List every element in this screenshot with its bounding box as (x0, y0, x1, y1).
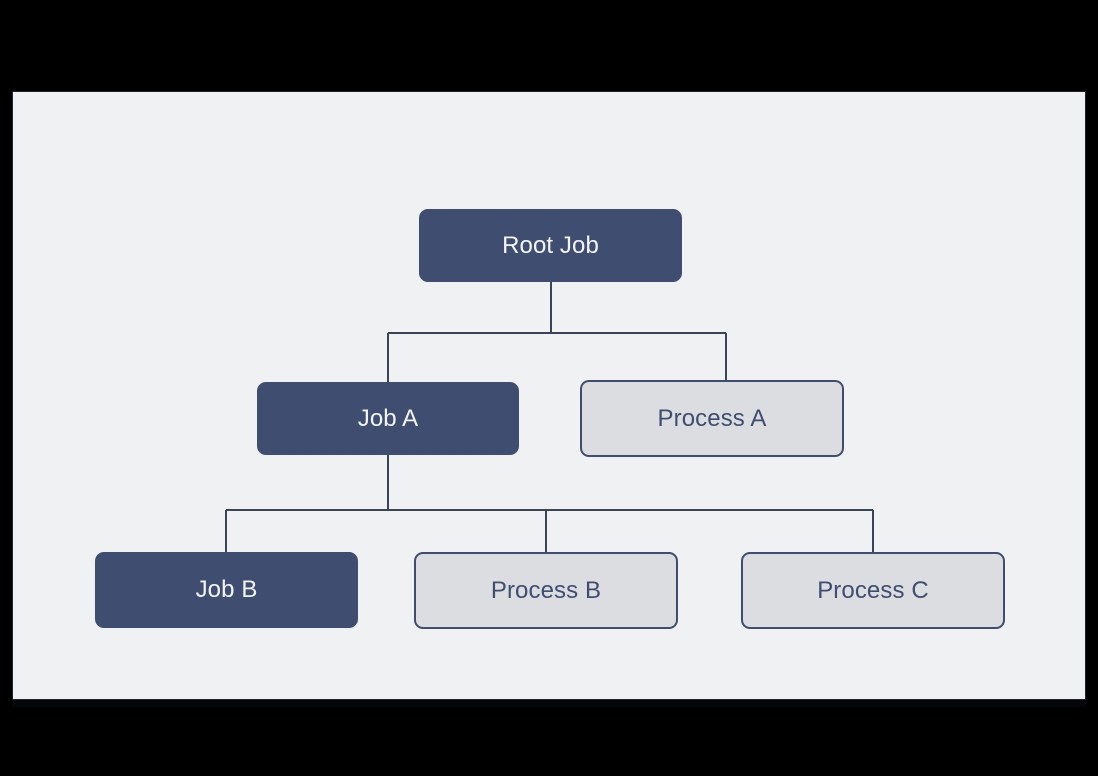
node-label: Job A (357, 404, 419, 432)
node-label: Process C (817, 576, 929, 604)
canvas-bottom-edge (12, 700, 1086, 707)
node-job-a[interactable]: Job A (257, 382, 519, 455)
node-label: Root Job (502, 231, 599, 259)
node-job-b[interactable]: Job B (95, 552, 358, 628)
node-process-b[interactable]: Process B (414, 552, 678, 629)
node-process-c[interactable]: Process C (741, 552, 1005, 629)
node-root-job[interactable]: Root Job (419, 209, 682, 282)
node-process-a[interactable]: Process A (580, 380, 844, 457)
node-label: Job B (195, 576, 258, 603)
node-label: Process A (657, 404, 767, 432)
diagram-canvas[interactable]: Root Job Job A Process A Job B Process B… (12, 91, 1086, 700)
node-label: Process B (490, 576, 602, 604)
